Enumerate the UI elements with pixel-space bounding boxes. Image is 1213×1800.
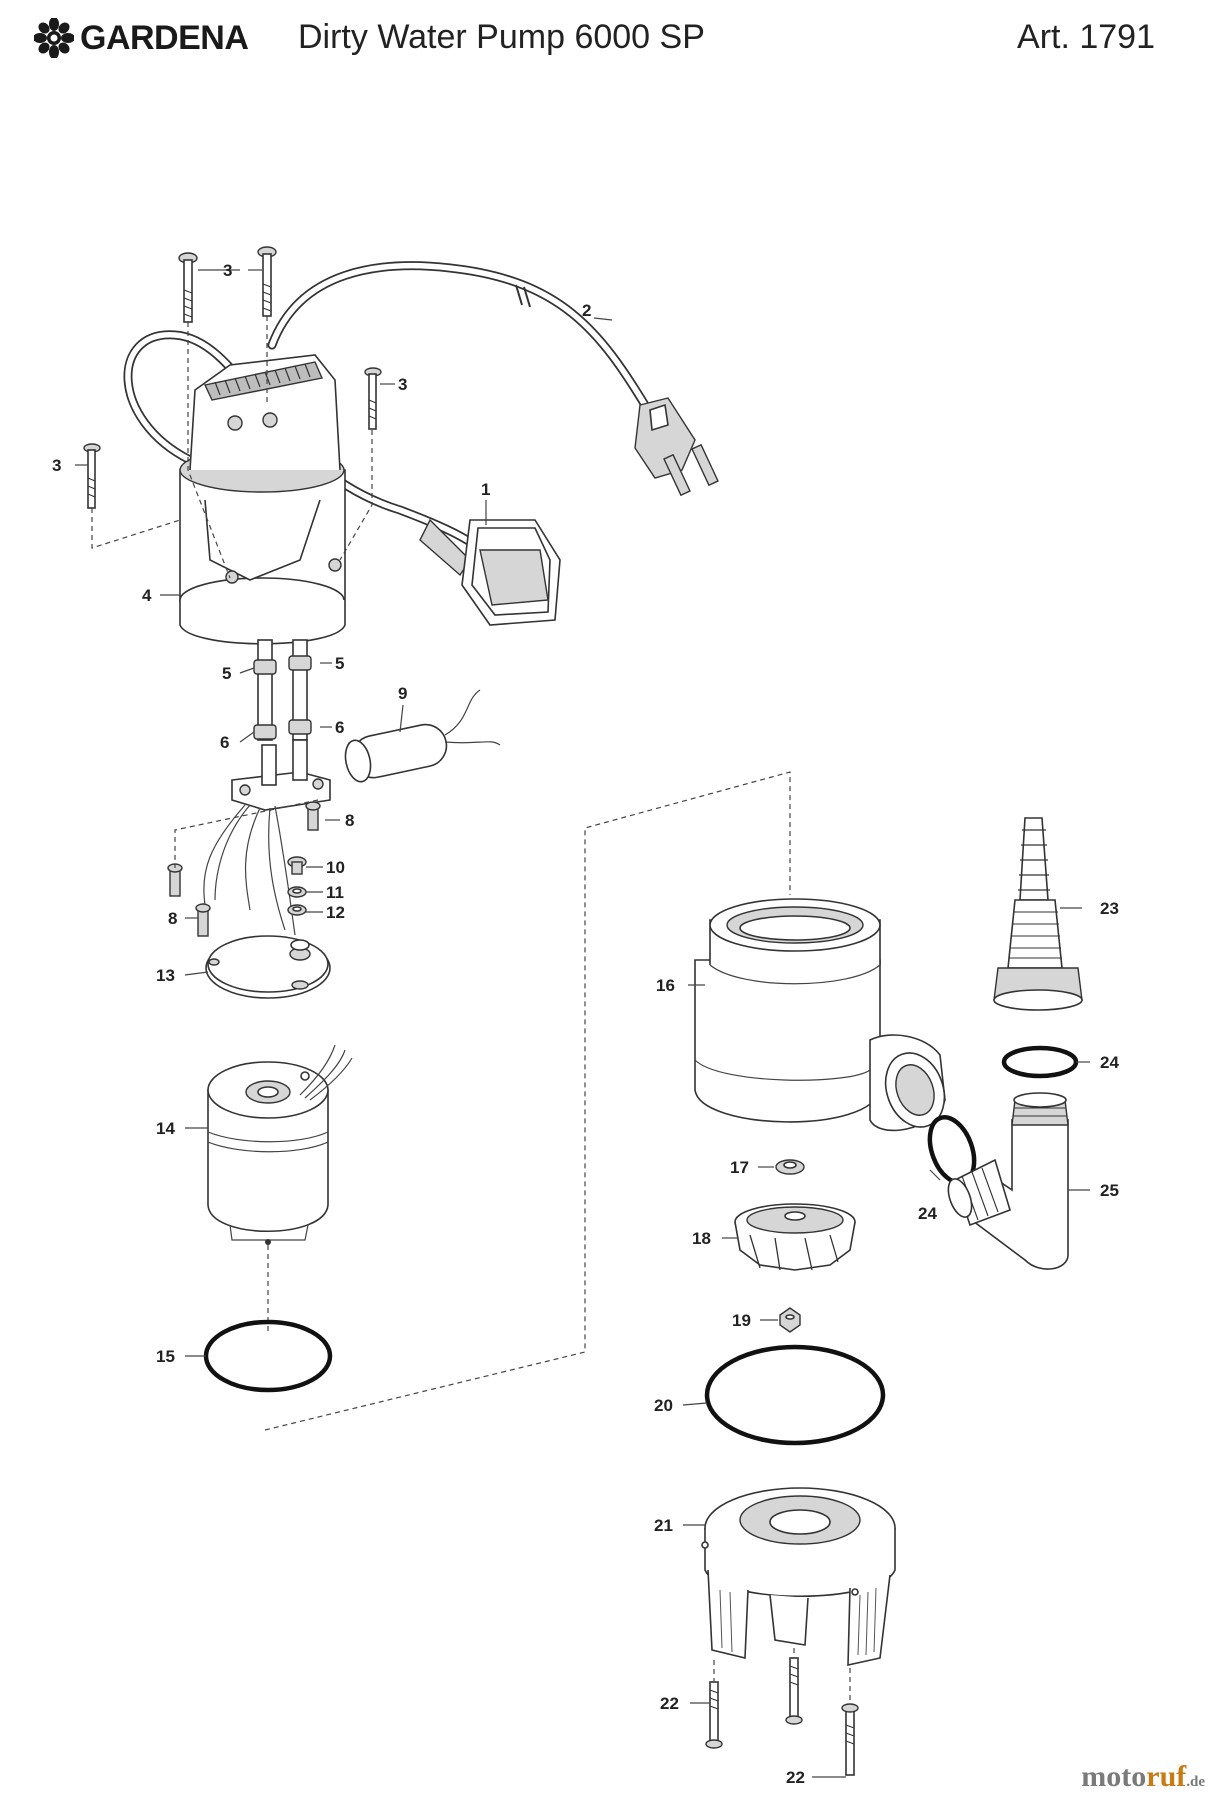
watermark-part2: ruf xyxy=(1146,1760,1187,1793)
pump-housing-part-16 xyxy=(694,898,946,1132)
screw-part-22a xyxy=(705,1681,723,1749)
callout-3a: 3 xyxy=(223,261,232,280)
callout-16: 16 xyxy=(656,976,675,995)
callout-2: 2 xyxy=(582,301,591,320)
elbow-connector-part-25 xyxy=(947,1092,1069,1270)
impeller-part-18 xyxy=(734,1203,856,1271)
callout-1: 1 xyxy=(481,480,490,499)
callout-5a: 5 xyxy=(222,664,231,683)
callout-5b: 5 xyxy=(335,654,344,673)
page-header: GARDENA Dirty Water Pump 6000 SP Art. 17… xyxy=(0,0,1213,80)
motor-part-14 xyxy=(207,1044,353,1245)
product-title: Dirty Water Pump 6000 SP xyxy=(298,18,705,56)
callout-17: 17 xyxy=(730,1158,749,1177)
callout-13: 13 xyxy=(156,966,175,985)
callout-10: 10 xyxy=(326,858,345,877)
callout-12: 12 xyxy=(326,903,345,922)
screw-part-8c xyxy=(195,903,211,937)
callout-3b: 3 xyxy=(398,375,407,394)
screw-part-8b xyxy=(167,863,183,897)
callout-9: 9 xyxy=(398,684,407,703)
nut-part-11 xyxy=(287,886,307,898)
motor-housing-part-4 xyxy=(179,354,346,645)
o-ring-part-20 xyxy=(704,1344,886,1446)
article-number: Art. 1791 xyxy=(1017,18,1155,56)
bracket xyxy=(231,739,331,811)
brand-name: GARDENA xyxy=(80,18,249,57)
cover-plate-part-13 xyxy=(205,935,331,999)
screw-part-22c xyxy=(841,1703,859,1776)
callout-21: 21 xyxy=(654,1516,673,1535)
callout-22a: 22 xyxy=(660,1694,679,1713)
screw-part-3a xyxy=(178,252,198,323)
callout-3c: 3 xyxy=(52,456,61,475)
washer-part-17 xyxy=(775,1159,805,1175)
screw-part-10 xyxy=(287,856,307,875)
callout-25: 25 xyxy=(1100,1181,1119,1200)
brand-logo: GARDENA xyxy=(34,18,249,58)
screw-part-22b xyxy=(785,1657,803,1725)
washer-part-12 xyxy=(287,904,307,916)
screw-part-3c xyxy=(364,367,382,430)
nut-part-19 xyxy=(779,1307,801,1333)
part-callouts: 1 2 3 3 3 4 5 5 6 6 9 8 10 11 12 8 13 14… xyxy=(52,261,1119,1787)
callout-18: 18 xyxy=(692,1229,711,1248)
callout-20: 20 xyxy=(654,1396,673,1415)
screw-part-3b xyxy=(257,246,277,317)
power-cable-part-2 xyxy=(267,261,719,497)
motor-wires xyxy=(203,804,296,936)
callout-6b: 6 xyxy=(335,718,344,737)
callout-4: 4 xyxy=(142,586,152,605)
pump-base-part-21 xyxy=(701,1487,896,1666)
leader-lines xyxy=(75,269,1090,1778)
hose-connector-part-23 xyxy=(993,817,1083,1011)
callout-24b: 24 xyxy=(918,1204,937,1223)
o-ring-part-15 xyxy=(203,1319,333,1393)
bushings-part-5 xyxy=(253,639,312,741)
o-ring-part-24a xyxy=(1001,1045,1079,1079)
capacitor-part-9 xyxy=(344,689,501,783)
screw-part-8a xyxy=(305,801,321,831)
callout-19: 19 xyxy=(732,1311,751,1330)
callout-6a: 6 xyxy=(220,733,229,752)
callout-11: 11 xyxy=(326,883,344,902)
watermark-part1: moto xyxy=(1081,1760,1147,1793)
motoruf-watermark: motoruf.de xyxy=(1081,1760,1205,1794)
callout-24a: 24 xyxy=(1100,1053,1119,1072)
callout-8a: 8 xyxy=(345,811,354,830)
callout-8b: 8 xyxy=(168,909,177,928)
gardena-flower-icon xyxy=(34,18,74,58)
callout-22b: 22 xyxy=(786,1768,805,1787)
callout-23: 23 xyxy=(1100,899,1119,918)
callout-14: 14 xyxy=(156,1119,175,1138)
watermark-suffix: .de xyxy=(1186,1774,1205,1790)
callout-15: 15 xyxy=(156,1347,175,1366)
bushings-part-6 xyxy=(253,719,312,740)
screw-part-3d xyxy=(83,443,101,509)
